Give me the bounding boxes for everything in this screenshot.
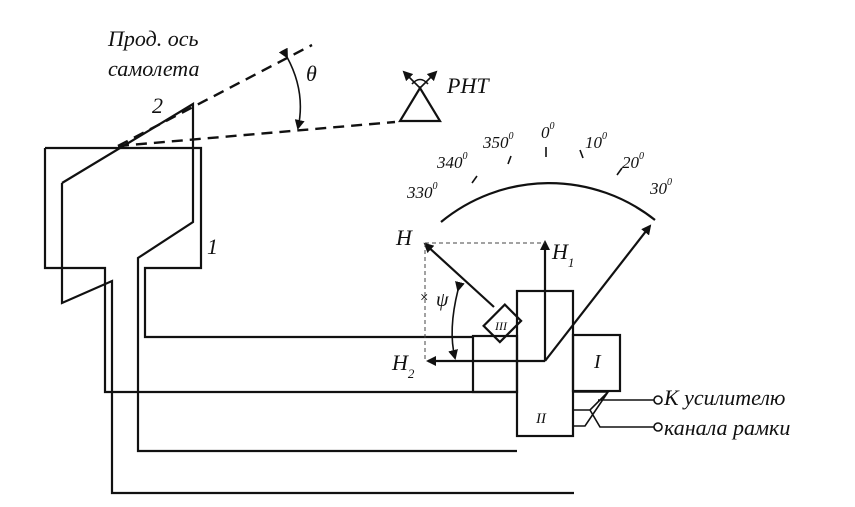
loop-antenna-1 bbox=[45, 146, 473, 339]
scale-labels: 3300 3400 3500 00 100 200 300 bbox=[406, 121, 672, 202]
block-III bbox=[482, 303, 523, 344]
scale-tick-marks bbox=[471, 147, 623, 184]
label-H1: H1 bbox=[551, 239, 574, 270]
axis-label-line2: самолета bbox=[108, 56, 199, 81]
projection-guides bbox=[424, 242, 545, 361]
label-H: H bbox=[395, 225, 413, 250]
output-wires bbox=[573, 391, 655, 428]
amplifier-label-line1: К усилителю bbox=[663, 385, 785, 410]
scale-label-10: 100 bbox=[585, 131, 607, 152]
scale-label-20: 200 bbox=[622, 151, 644, 172]
pointer-needle bbox=[544, 224, 652, 362]
axis-label-line1: Прод. ось bbox=[107, 26, 199, 51]
scale-label-0: 00 bbox=[541, 121, 555, 142]
block-I bbox=[571, 333, 622, 393]
loop-antenna-2-left bbox=[60, 183, 574, 495]
loop-number-2: 2 bbox=[152, 93, 163, 118]
theta-arc bbox=[278, 47, 305, 130]
block-III-label: III bbox=[494, 319, 508, 333]
psi-arc bbox=[448, 281, 465, 360]
bearing-line bbox=[117, 120, 396, 148]
rnt-label: РНТ bbox=[446, 73, 490, 98]
loop-antenna-1-left bbox=[43, 148, 517, 394]
vector-H bbox=[423, 242, 495, 308]
amplifier-label-line2: канала рамки bbox=[664, 415, 790, 440]
label-H2: H2 bbox=[391, 350, 415, 381]
terminal-upper bbox=[653, 395, 663, 405]
block-I-label: I bbox=[593, 351, 602, 373]
theta-label: θ bbox=[306, 61, 317, 86]
radio-station-icon bbox=[398, 70, 442, 123]
psi-label: ψ bbox=[436, 289, 449, 311]
block-connector bbox=[471, 334, 519, 394]
scale-label-30: 300 bbox=[649, 177, 672, 198]
terminal-lower bbox=[653, 422, 663, 432]
block-II-label: II bbox=[535, 411, 547, 427]
scale-label-350: 3500 bbox=[482, 131, 514, 152]
small-cross-mark: × bbox=[420, 290, 428, 306]
loop-number-1: 1 bbox=[207, 234, 218, 259]
scale-label-330: 3300 bbox=[406, 181, 438, 202]
scale-label-340: 3400 bbox=[436, 151, 468, 172]
compass-scale-arc bbox=[440, 182, 656, 223]
